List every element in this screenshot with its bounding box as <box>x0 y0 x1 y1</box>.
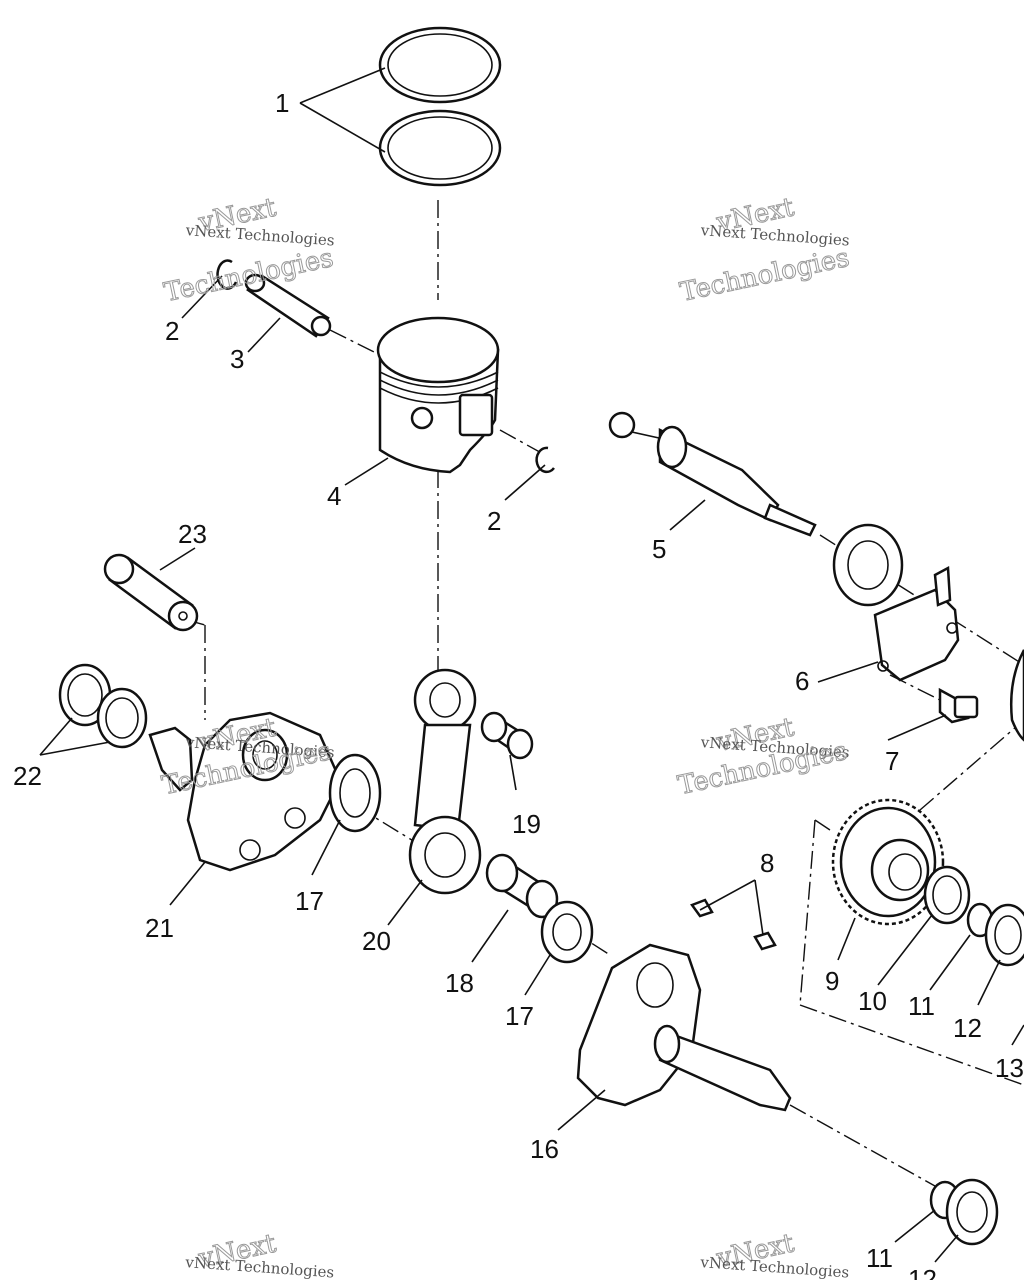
piston-ring-lower <box>378 109 502 187</box>
callout-6: 6 <box>795 666 809 696</box>
callout-18: 18 <box>445 968 474 998</box>
svg-text:vNext Technologies: vNext Technologies <box>699 221 850 249</box>
callout-19: 19 <box>512 809 541 839</box>
callout-3: 3 <box>230 344 244 374</box>
callout-12: 12 <box>953 1013 982 1043</box>
woodruff-key-lower <box>753 931 777 951</box>
callout-23: 23 <box>178 519 207 549</box>
watermark-top-left: vNext vNext Technologies Technologies <box>161 192 337 309</box>
callout-4: 4 <box>327 481 341 511</box>
svg-text:vNext Technologies: vNext Technologies <box>184 221 335 249</box>
leader-lines <box>39 67 1024 1263</box>
callout-17: 17 <box>295 886 324 916</box>
callout-22: 22 <box>13 761 42 791</box>
watermark-bottom-right: vNext vNext Technologies <box>699 1228 850 1280</box>
washer-17-right <box>540 900 594 964</box>
piston-ring-upper <box>378 26 502 104</box>
callout-2: 2 <box>487 506 501 536</box>
callout-labels: 1 2 3 4 2 5 6 7 8 9 10 11 12 13 16 17 17… <box>13 88 1024 1280</box>
callout-5: 5 <box>652 534 666 564</box>
gear-partial-right <box>1009 649 1024 742</box>
needle-bearing-large <box>485 853 559 919</box>
washer-10 <box>923 865 971 925</box>
callout-9: 9 <box>825 966 839 996</box>
callout-12: 12 <box>908 1264 937 1280</box>
watermark-mid-right: vNext vNext Technologies Technologies <box>675 712 851 802</box>
seal-12-upper <box>984 903 1024 967</box>
callout-7: 7 <box>885 746 899 776</box>
bearing-upper-right <box>832 523 904 607</box>
bracket-plate <box>873 565 960 682</box>
callout-16: 16 <box>530 1134 559 1164</box>
callout-1: 1 <box>275 88 289 118</box>
circlip-right <box>535 446 555 474</box>
circlip-left <box>216 259 238 290</box>
watermark-top-right: vNext vNext Technologies Technologies <box>677 192 853 309</box>
shaft-assembly <box>608 411 817 537</box>
piston <box>376 316 500 474</box>
svg-text:Technologies: Technologies <box>677 243 852 308</box>
callout-11: 11 <box>908 991 935 1021</box>
callout-13: 13 <box>995 1053 1024 1083</box>
seal-12-lower <box>945 1178 999 1246</box>
washer-17-left <box>328 753 382 833</box>
piston-pin <box>244 273 332 338</box>
watermark-bottom-left: vNext vNext Technologies <box>184 1228 335 1280</box>
crank-half-right <box>576 943 792 1112</box>
bushing <box>103 553 199 632</box>
callout-11: 11 <box>866 1243 893 1273</box>
bolt <box>938 687 979 724</box>
callout-17: 17 <box>505 1001 534 1031</box>
callout-8: 8 <box>760 848 774 878</box>
callout-2: 2 <box>165 316 179 346</box>
needle-bearing-small <box>480 711 534 760</box>
callout-10: 10 <box>858 986 887 1016</box>
svg-text:Technologies: Technologies <box>161 243 336 308</box>
gear <box>831 798 945 926</box>
connecting-rod <box>408 668 482 895</box>
callout-20: 20 <box>362 926 391 956</box>
callout-21: 21 <box>145 913 174 943</box>
seal-22-inner <box>96 687 148 749</box>
